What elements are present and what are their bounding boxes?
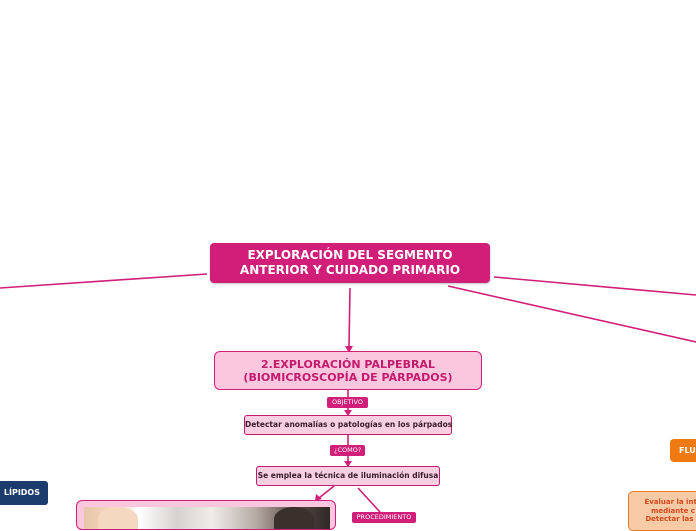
central-topic-line2: ANTERIOR Y CUIDADO PRIMARIO [210,263,490,278]
subtopic-evaluar-line2: mediante c [629,507,696,516]
subtopic-evaluar-line1: Evaluar la inte [629,498,696,507]
subtopic-tecnica[interactable]: Se emplea la técnica de iluminación difu… [256,466,440,486]
central-topic-node[interactable]: EXPLORACIÓN DEL SEGMENTO ANTERIOR Y CUID… [210,243,490,283]
photo-instrument-shape [274,507,314,530]
link-root-topic [349,288,350,346]
link-root-left [0,274,207,288]
subtopic-detectar[interactable]: Detectar anomalías o patologías en los p… [244,415,452,435]
topic-flu[interactable]: FLU [670,439,696,462]
image-node[interactable] [76,500,336,530]
subtopic-evaluar-line3: Detectar las o [629,515,696,524]
subtopic-evaluar[interactable]: Evaluar la inte mediante c Detectar las … [628,491,696,531]
link-sub2-image [319,486,334,498]
link-root-right-upper [494,277,696,295]
topic-exploracion-palpebral[interactable]: 2.EXPLORACIÓN PALPEBRAL (BIOMICROSCOPÍA … [214,351,482,390]
topic-line1: 2.EXPLORACIÓN PALPEBRAL [215,358,481,371]
relation-label-objetivo[interactable]: OBJETIVO [327,397,368,408]
eye-exam-photo [84,507,330,530]
relation-label-como[interactable]: ¿COMO? [330,445,365,456]
topic-lipidos[interactable]: LÍPIDOS [0,481,48,505]
central-topic-line1: EXPLORACIÓN DEL SEGMENTO [210,248,490,263]
link-root-right-lower [448,286,696,342]
photo-face-shape [98,507,138,530]
topic-line2: (BIOMICROSCOPÍA DE PÁRPADOS) [215,371,481,384]
link-sub2-procedimiento [358,488,380,512]
relation-label-procedimiento[interactable]: PROCEDIMIENTO [352,512,416,523]
